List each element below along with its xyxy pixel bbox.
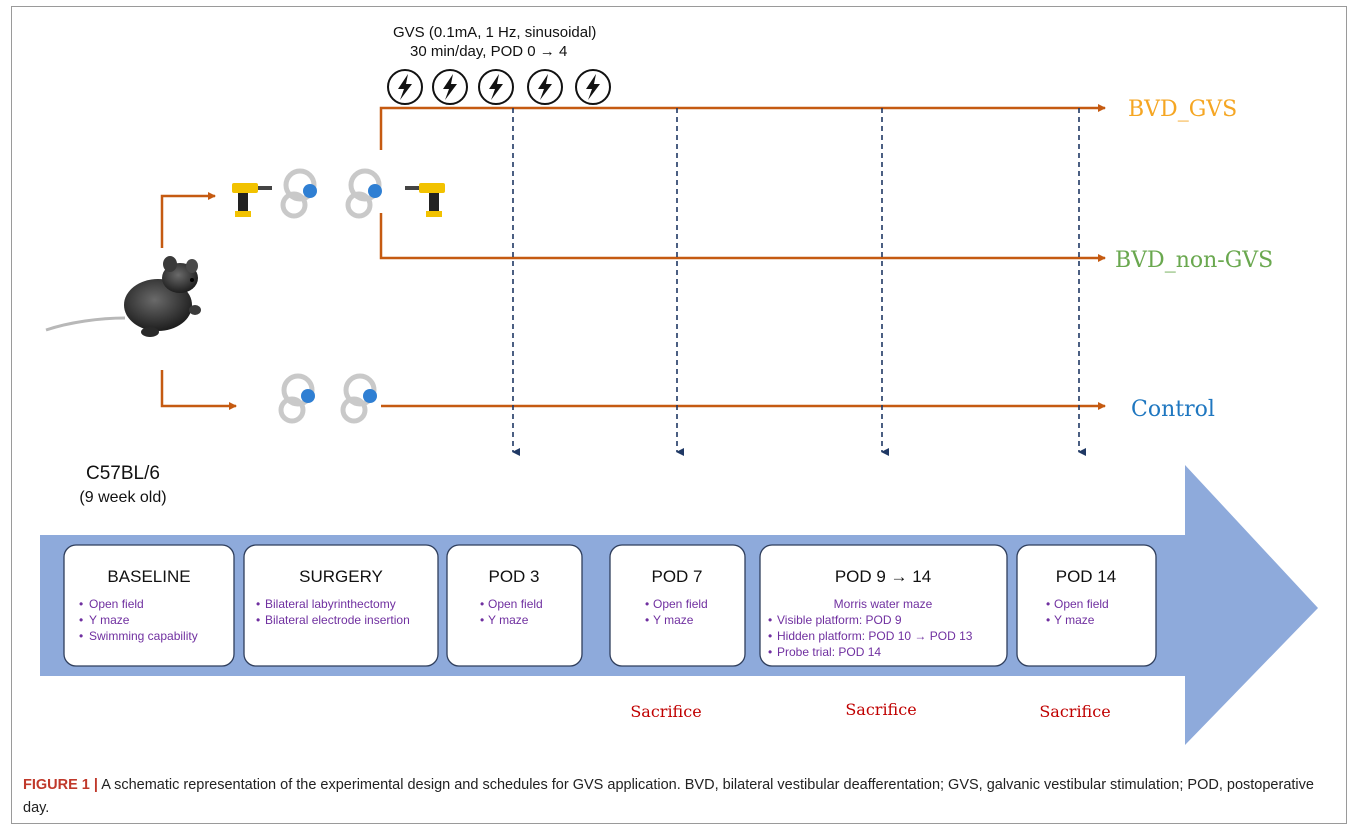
sacrifice-label-pod7: Sacrifice — [630, 702, 701, 721]
stage-item: Y maze — [1054, 613, 1095, 627]
stage-item: Open field — [89, 597, 144, 611]
bullet-dot: • — [1046, 597, 1050, 611]
bullet-dot: • — [480, 597, 484, 611]
stage-item: Bilateral labyrinthectomy — [265, 597, 396, 611]
stage-title: POD 7 — [651, 567, 702, 586]
stage-item: Open field — [1054, 597, 1109, 611]
bullet-dot: • — [768, 629, 772, 643]
stage-pod9-14: POD 9 → 14 Morris water maze Visible pla… — [759, 544, 1008, 667]
stage-item: Open field — [653, 597, 708, 611]
stage-pod14: POD 14 Open field Y maze • • — [1016, 544, 1157, 667]
stage-surgery: SURGERY Bilateral labyrinthectomy Bilate… — [243, 544, 439, 667]
time-markers — [512, 108, 1086, 456]
stage-title: SURGERY — [299, 567, 383, 586]
lightning-icon — [575, 69, 611, 105]
timeline-boxes: BASELINE Open field Y maze Swimming capa… — [63, 544, 1157, 667]
mouse-strain-label: C57BL/6 — [86, 463, 160, 484]
stage-title: POD 14 — [1056, 567, 1116, 586]
group-label-control: Control — [1131, 397, 1215, 422]
stage-title: POD 3 — [488, 567, 539, 586]
stage-item: Swimming capability — [89, 629, 198, 643]
group-label-bvd-non-gvs: BVD_non-GVS — [1115, 248, 1273, 273]
stimulation-icons — [387, 69, 611, 105]
lightning-icon — [527, 69, 563, 105]
group-label-bvd-gvs: BVD_GVS — [1128, 97, 1237, 122]
bullet-dot: • — [768, 645, 772, 659]
lightning-icon — [432, 69, 468, 105]
stage-item: Y maze — [653, 613, 694, 627]
stage-item: Hidden platform: POD 10 → POD 13 — [777, 629, 973, 643]
group-branch-arrows — [160, 104, 1106, 410]
surgery-illustration — [232, 168, 445, 424]
bullet-dot: • — [256, 613, 260, 627]
stage-item: Y maze — [488, 613, 529, 627]
bvd-non-gvs-arrow — [379, 213, 1106, 262]
stage-pod7: POD 7 Open field Y maze • • — [609, 544, 746, 667]
bullet-dot: • — [1046, 613, 1050, 627]
figure-caption: FIGURE 1 | A schematic representation of… — [23, 774, 1335, 820]
figure-frame — [11, 6, 1347, 824]
stage-item: Open field — [488, 597, 543, 611]
bullet-dot: • — [768, 613, 772, 627]
stage-item: Y maze — [89, 613, 130, 627]
stage-title: BASELINE — [107, 567, 190, 586]
stage-subtitle: Morris water maze — [834, 597, 933, 611]
sacrifice-label-pod14a: Sacrifice — [845, 700, 916, 719]
stage-item: Visible platform: POD 9 — [777, 613, 902, 627]
gvs-schedule-label: 30 min/day, POD 0 → 4 — [410, 43, 567, 60]
bullet-dot: • — [645, 613, 649, 627]
lightning-icon — [387, 69, 423, 105]
stage-item: Probe trial: POD 14 — [777, 645, 881, 659]
bullet-dot: • — [480, 613, 484, 627]
sacrifice-label-pod14b: Sacrifice — [1039, 702, 1110, 721]
mouse-age-label: (9 week old) — [79, 489, 166, 506]
control-branch-arrow — [160, 370, 237, 410]
lightning-icon — [478, 69, 514, 105]
inner-ear-icon — [278, 373, 315, 424]
bullet-dot: • — [79, 613, 83, 627]
inner-ear-icon — [345, 168, 382, 219]
stage-title: POD 9 → 14 — [835, 567, 931, 586]
mouse-icon — [45, 256, 201, 337]
stage-pod3: POD 3 Open field Y maze • • — [446, 544, 583, 667]
bullet-dot: • — [79, 629, 83, 643]
gvs-parameters-label: GVS (0.1mA, 1 Hz, sinusoidal) — [393, 24, 596, 41]
inner-ear-icon — [280, 168, 317, 219]
bullet-dot: • — [256, 597, 260, 611]
bvd-branch-arrow — [160, 192, 216, 248]
caption-text: A schematic representation of the experi… — [23, 777, 1314, 816]
stage-item: Bilateral electrode insertion — [265, 613, 410, 627]
inner-ear-icon — [340, 373, 377, 424]
drill-icon — [232, 183, 272, 217]
stage-baseline: BASELINE Open field Y maze Swimming capa… — [63, 544, 235, 667]
bvd-gvs-arrow — [379, 104, 1106, 150]
drill-icon — [405, 183, 445, 217]
bullet-dot: • — [645, 597, 649, 611]
bullet-dot: • — [79, 597, 83, 611]
figure-label: FIGURE 1 | — [23, 777, 98, 793]
